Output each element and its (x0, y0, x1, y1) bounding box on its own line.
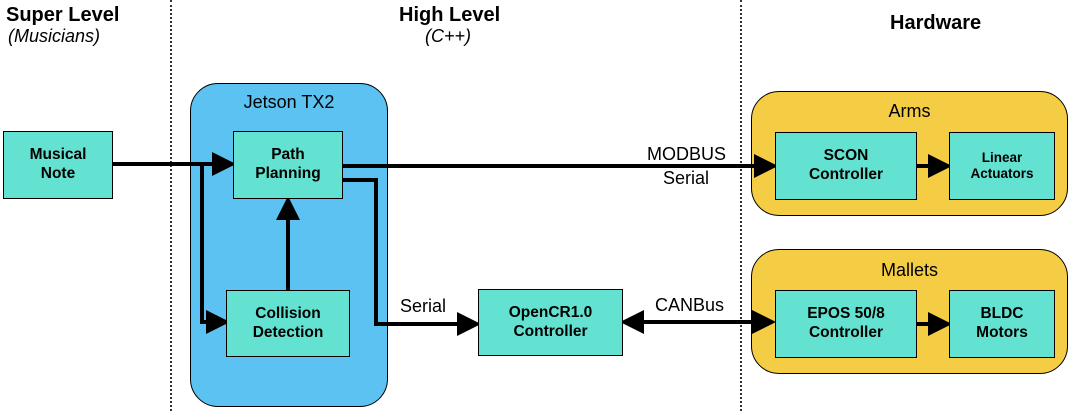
epos-controller-label: EPOS 50/8 Controller (807, 305, 885, 341)
arrow-path-to-opencr (343, 178, 481, 336)
opencr-controller-node: OpenCR1.0 Controller (478, 289, 623, 356)
linear-actuators-node: Linear Actuators (949, 132, 1055, 200)
mallets-label: Mallets (880, 260, 938, 280)
opencr-controller-label: OpenCR1.0 Controller (508, 303, 593, 340)
high-level-subtitle: (C++) (425, 26, 472, 46)
scon-controller-node: SCON Controller (775, 132, 917, 200)
hardware-title: Hardware (890, 12, 982, 34)
serial-label: Serial (400, 296, 447, 316)
collision-detection-label: Collision Detection (252, 304, 324, 341)
modbus-label: MODBUS (647, 144, 727, 164)
canbus-label: CANBus (655, 295, 725, 315)
high-level-title: High Level (399, 4, 501, 26)
epos-controller-node: EPOS 50/8 Controller (775, 290, 917, 358)
path-planning-label: Path Planning (255, 146, 321, 182)
super-level-title: Super Level (6, 4, 120, 26)
musical-note-label: Musical Note (29, 146, 87, 182)
bldc-motors-node: BLDC Motors (949, 290, 1055, 358)
collision-detection-node: Collision Detection (226, 290, 350, 357)
bldc-motors-label: BLDC Motors (976, 305, 1028, 341)
arms-label: Arms (888, 101, 931, 121)
super-level-subtitle: (Musicians) (8, 26, 101, 46)
path-planning-node: Path Planning (233, 131, 343, 199)
musical-note-node: Musical Note (3, 131, 113, 199)
divider-super-high (170, 0, 172, 411)
jetson-tx2-label: Jetson TX2 (243, 92, 335, 112)
linear-actuators-label: Linear Actuators (970, 149, 1034, 181)
scon-controller-label: SCON Controller (808, 147, 884, 183)
divider-high-hardware (740, 0, 742, 411)
modbus-serial-label: Serial (663, 168, 710, 188)
arrow-note-to-collision (200, 164, 230, 334)
